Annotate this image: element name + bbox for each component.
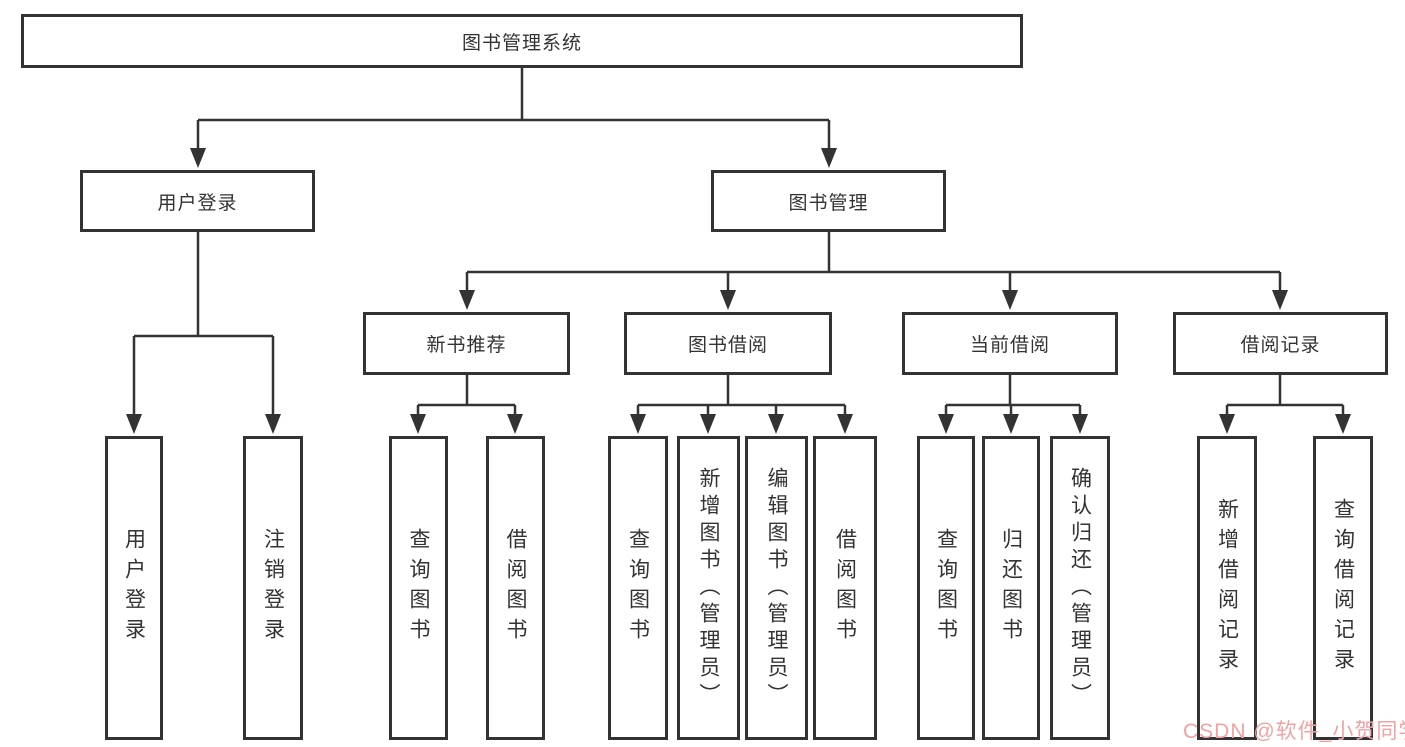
leaf-borrow-books-1: 借阅图书: [486, 436, 545, 740]
leaf-logout: 注销登录: [243, 436, 303, 740]
arrowhead: [459, 290, 1288, 310]
node-library-management-system: 图书管理系统: [21, 14, 1023, 68]
arrowhead: [126, 414, 281, 434]
node-new-book-recommend: 新书推荐: [363, 312, 570, 375]
arrowhead: [938, 414, 1088, 434]
leaf-query-books-1: 查询图书: [389, 436, 448, 740]
leaf-add-books-admin: 新增图书（管理员）: [677, 436, 740, 740]
leaf-user-login: 用户登录: [105, 436, 163, 740]
arrowhead: [1219, 414, 1351, 434]
watermark: CSDN @软件_小贺同学: [1183, 720, 1405, 743]
node-user-login: 用户登录: [80, 170, 315, 232]
leaf-return-books: 归还图书: [982, 436, 1040, 740]
node-book-management: 图书管理: [711, 170, 946, 232]
leaf-query-books-3: 查询图书: [917, 436, 975, 740]
arrowhead: [190, 148, 837, 168]
connector-root-to-level2: [196, 68, 831, 150]
arrowhead: [410, 414, 523, 434]
leaf-query-books-2: 查询图书: [608, 436, 668, 740]
connector-book-mgmt-to-level3: [465, 232, 1282, 292]
leaf-query-borrow-record: 查询借阅记录: [1313, 436, 1373, 740]
node-book-borrowing: 图书借阅: [624, 312, 832, 375]
connector-user-login-to-leaves: [132, 232, 275, 416]
connector-borrow-records-to-leaves: [1225, 375, 1345, 416]
node-current-borrowing: 当前借阅: [902, 312, 1118, 375]
connector-current-borrow-to-leaves: [944, 375, 1082, 416]
connector-new-book-to-leaves: [416, 375, 517, 416]
arrowhead: [630, 414, 853, 434]
connector-book-borrow-to-leaves: [636, 375, 847, 416]
node-borrowing-records: 借阅记录: [1173, 312, 1388, 375]
leaf-borrow-books-2: 借阅图书: [813, 436, 877, 740]
leaf-add-borrow-record: 新增借阅记录: [1197, 436, 1257, 740]
leaf-edit-books-admin: 编辑图书（管理员）: [745, 436, 808, 740]
leaf-confirm-return-admin: 确认归还（管理员）: [1050, 436, 1110, 740]
